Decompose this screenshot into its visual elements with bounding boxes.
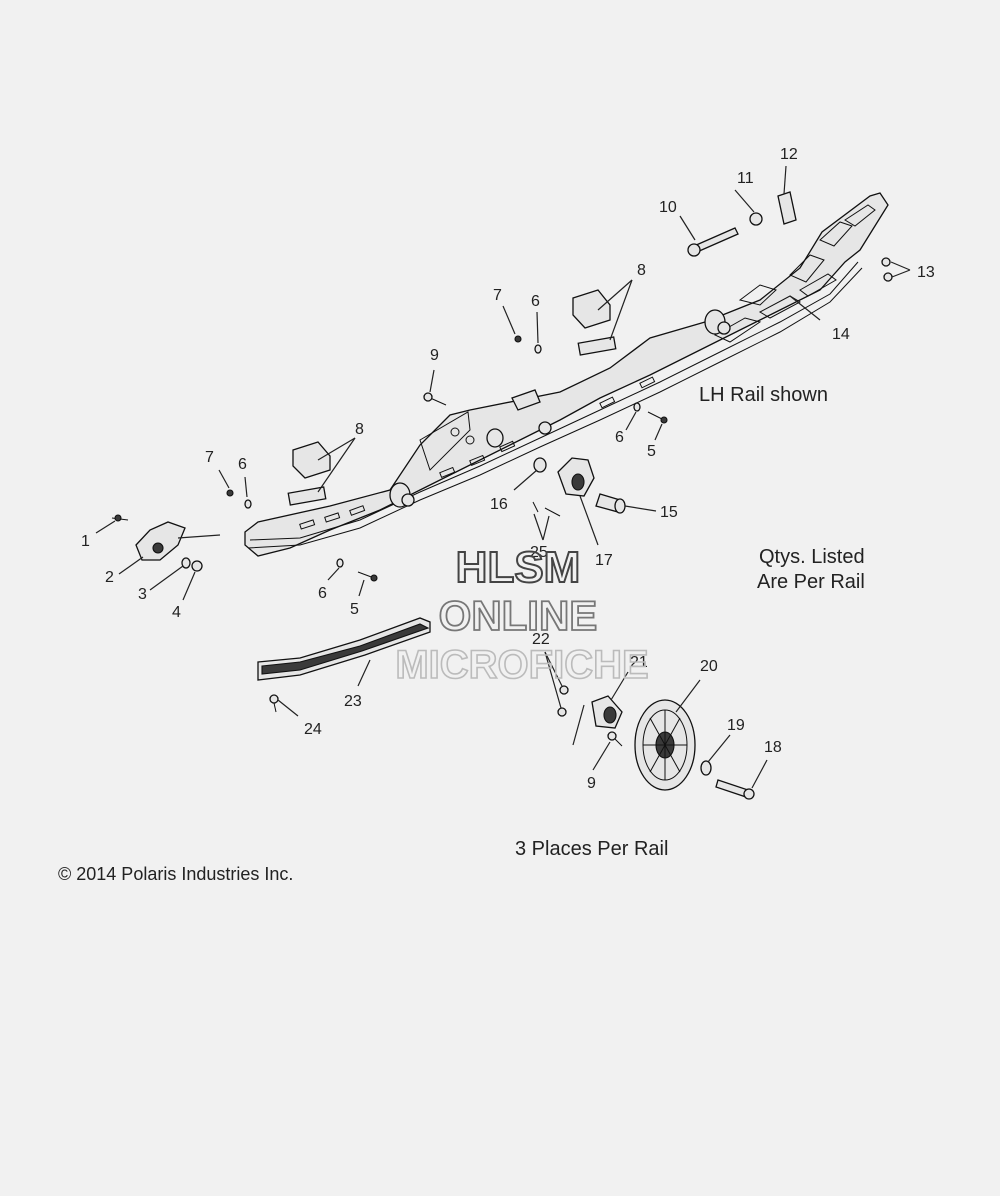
part-24-screw bbox=[269, 694, 279, 713]
callout-13: 13 bbox=[917, 264, 935, 281]
part-22-nuts bbox=[557, 685, 569, 717]
callout-9-lower: 9 bbox=[587, 775, 596, 792]
callout-6-lower: 6 bbox=[318, 585, 327, 602]
part-3-washer bbox=[181, 557, 191, 569]
part-21-spacer bbox=[591, 695, 623, 729]
callout-3: 3 bbox=[138, 586, 147, 603]
copyright-text: © 2014 Polaris Industries Inc. bbox=[58, 864, 293, 884]
callout-20: 20 bbox=[700, 658, 718, 675]
callout-21: 21 bbox=[630, 654, 648, 671]
watermark-line2: ONLINE bbox=[439, 592, 598, 639]
callout-14: 14 bbox=[832, 326, 850, 343]
callout-15: 15 bbox=[660, 504, 678, 521]
callout-23: 23 bbox=[344, 693, 362, 710]
callout-1: 1 bbox=[81, 533, 90, 550]
part-6-washer-front bbox=[244, 499, 252, 509]
callout-5-upper: 5 bbox=[647, 443, 656, 460]
callout-18: 18 bbox=[764, 739, 782, 756]
callout-2: 2 bbox=[105, 569, 114, 586]
note-rail-side: LH Rail shown bbox=[699, 384, 828, 406]
callout-5-lower: 5 bbox=[350, 601, 359, 618]
callout-6-rear: 6 bbox=[531, 293, 540, 310]
part-23-hyfax-slide bbox=[257, 617, 431, 681]
part-9-bolt-upper bbox=[423, 392, 447, 406]
callout-24: 24 bbox=[304, 721, 322, 738]
part-7-nut-rear bbox=[514, 335, 522, 343]
part-5-bolt-lower bbox=[357, 571, 378, 582]
part-6-washer-rear bbox=[534, 344, 542, 354]
part-20-idler-wheel bbox=[634, 699, 696, 791]
part-11-nut bbox=[749, 212, 763, 226]
callout-6-front: 6 bbox=[238, 456, 247, 473]
callout-12: 12 bbox=[780, 146, 798, 163]
note-places: 3 Places Per Rail bbox=[515, 838, 668, 860]
callout-16: 16 bbox=[490, 496, 508, 513]
part-12-bracket bbox=[777, 191, 797, 225]
watermark: HLSM ONLINE MICROFICHE bbox=[395, 542, 650, 688]
callout-8-rear: 8 bbox=[637, 262, 646, 279]
part-17-hub bbox=[557, 457, 595, 497]
part-25-pins bbox=[532, 501, 561, 517]
part-2-bumper bbox=[135, 521, 186, 561]
part-8-block-front bbox=[287, 441, 331, 506]
callout-7-rear: 7 bbox=[493, 287, 502, 304]
part-7-nut-front bbox=[226, 489, 234, 497]
part-5-bolt-upper bbox=[647, 411, 668, 424]
part-6-washer-upper bbox=[633, 402, 641, 412]
part-15-shaft bbox=[595, 493, 626, 514]
callout-25: 25 bbox=[530, 544, 548, 561]
callout-labels: 1 2 3 4 7 6 8 9 7 6 8 10 11 12 13 14 6 5… bbox=[81, 146, 935, 792]
rail-assembly bbox=[244, 192, 889, 557]
part-18-bolt bbox=[715, 779, 755, 800]
watermark-line1: HLSM bbox=[456, 543, 581, 592]
note-qty-line2: Are Per Rail bbox=[757, 571, 865, 593]
callout-9-upper: 9 bbox=[430, 347, 439, 364]
callout-22: 22 bbox=[532, 631, 550, 648]
callout-8-front: 8 bbox=[355, 421, 364, 438]
part-10-bolt bbox=[687, 227, 739, 257]
watermark-line3: MICROFICHE bbox=[395, 643, 648, 687]
callout-7-front: 7 bbox=[205, 449, 214, 466]
part-8-block-rear bbox=[572, 289, 617, 356]
callout-17: 17 bbox=[595, 552, 613, 569]
part-19-washer bbox=[700, 760, 712, 776]
callout-10: 10 bbox=[659, 199, 677, 216]
callout-6-upper: 6 bbox=[615, 429, 624, 446]
callout-19: 19 bbox=[727, 717, 745, 734]
part-6-washer-lower bbox=[336, 558, 344, 568]
note-qty-line1: Qtys. Listed bbox=[759, 546, 865, 568]
part-16-washer bbox=[533, 457, 547, 473]
callout-11: 11 bbox=[737, 170, 754, 187]
part-9-bolt-lower bbox=[607, 731, 623, 747]
part-4-nut bbox=[191, 560, 203, 572]
part-1-bolt bbox=[111, 514, 129, 522]
leader-lines bbox=[95, 165, 911, 789]
callout-4: 4 bbox=[172, 604, 181, 621]
part-13-screws bbox=[881, 257, 893, 282]
